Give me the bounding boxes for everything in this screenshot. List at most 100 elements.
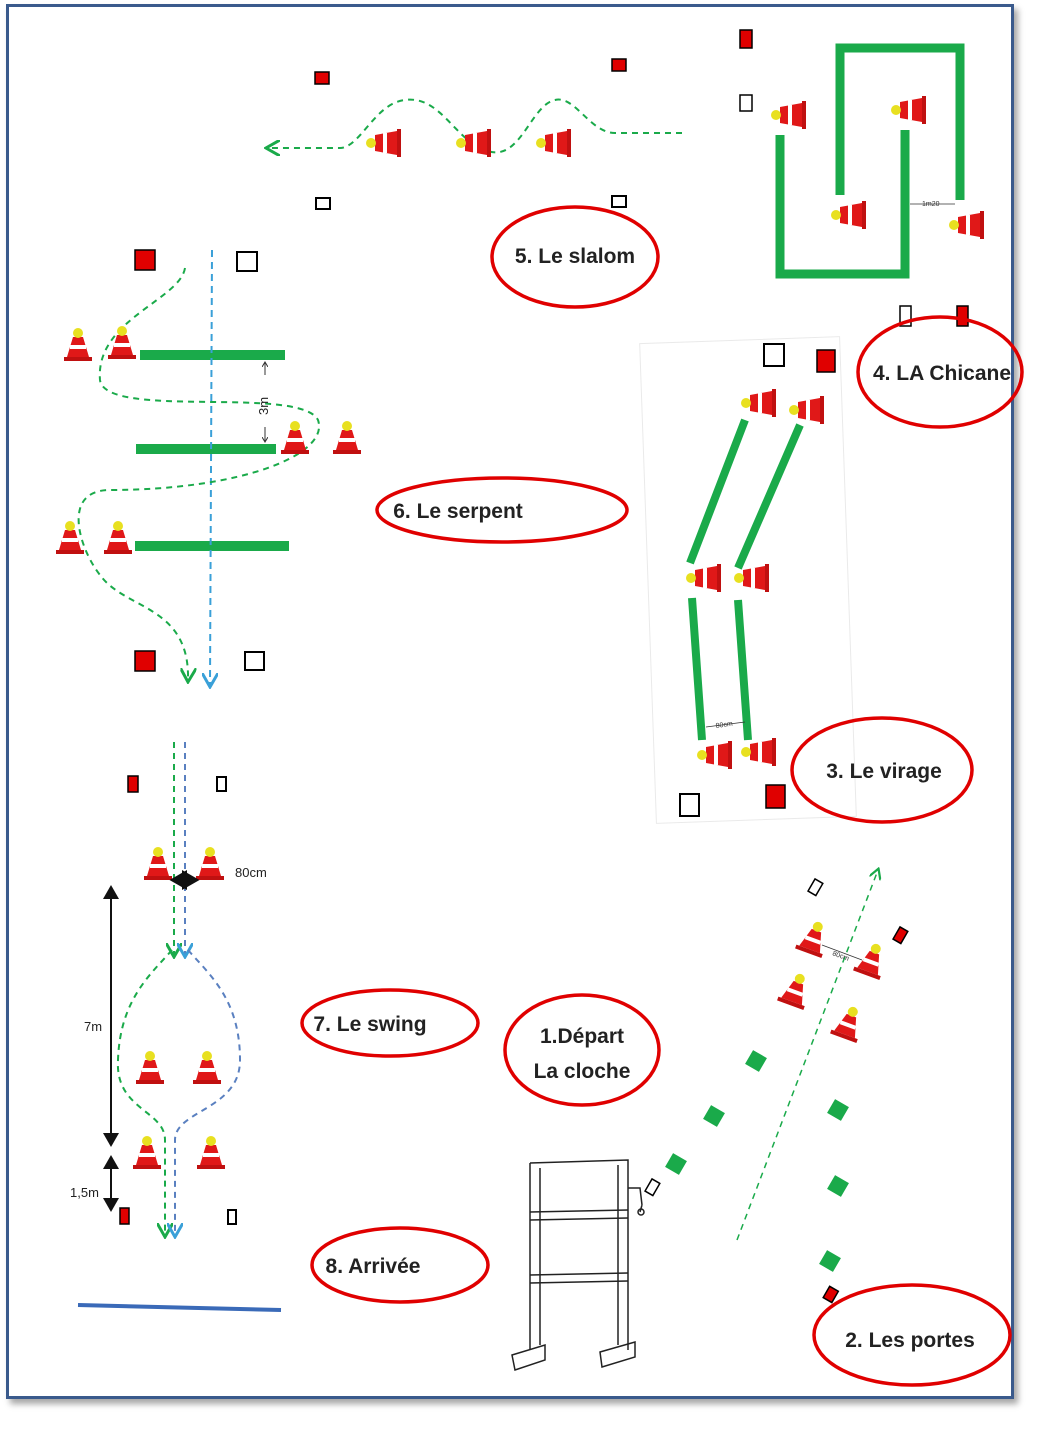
white-marker-icon bbox=[244, 651, 265, 671]
traffic-cone-icon bbox=[771, 101, 806, 129]
red-marker-icon bbox=[822, 1285, 840, 1304]
label-depart: 1.Départ La cloche bbox=[503, 993, 661, 1107]
white-marker-icon bbox=[807, 877, 824, 897]
label-slalom-text: 5. Le slalom bbox=[515, 245, 635, 268]
traffic-cone-icon bbox=[197, 1136, 225, 1169]
traffic-cone-icon bbox=[853, 939, 891, 980]
swing-width-label: 80cm bbox=[235, 865, 267, 880]
red-marker-icon bbox=[739, 29, 753, 49]
traffic-cone-icon bbox=[891, 96, 926, 124]
virage-width-label: 80cm bbox=[715, 721, 733, 730]
traffic-cone-icon bbox=[741, 738, 776, 766]
portes-section: 80cm bbox=[644, 870, 909, 1304]
gate-marker bbox=[827, 1099, 849, 1121]
traffic-cone-icon bbox=[64, 328, 92, 361]
traffic-cone-icon bbox=[108, 326, 136, 359]
diagram-frame bbox=[6, 4, 1014, 1399]
traffic-cone-icon bbox=[536, 129, 571, 157]
virage-track bbox=[686, 418, 804, 741]
traffic-cone-icon bbox=[686, 564, 721, 592]
traffic-cone-icon bbox=[333, 421, 361, 454]
red-marker-icon bbox=[134, 249, 156, 271]
serpent-bar bbox=[140, 350, 285, 360]
bell-icon bbox=[637, 1208, 645, 1216]
serpent-gap-label: 3m bbox=[256, 397, 271, 415]
label-arrivee: 8. Arrivée bbox=[310, 1226, 490, 1304]
white-marker-icon bbox=[315, 197, 331, 210]
swing-green-path bbox=[116, 949, 172, 1235]
label-serpent-text: 6. Le serpent bbox=[393, 500, 523, 523]
label-swing: 7. Le swing bbox=[300, 988, 480, 1058]
white-marker-icon bbox=[236, 251, 258, 272]
white-marker-icon bbox=[611, 195, 627, 208]
finish-line bbox=[77, 1303, 282, 1312]
traffic-cone-icon bbox=[133, 1136, 161, 1169]
swing-section: 80cm 7m 1,5m bbox=[70, 742, 282, 1312]
traffic-cone-icon bbox=[949, 211, 984, 239]
serpent-bar bbox=[136, 444, 276, 454]
red-marker-icon bbox=[119, 1207, 130, 1225]
white-marker-icon bbox=[763, 343, 785, 367]
chicane-gap-label: 1m20 bbox=[922, 201, 940, 208]
virage-section: 80cm bbox=[639, 336, 857, 824]
label-portes-text: 2. Les portes bbox=[845, 1329, 975, 1352]
gate-marker bbox=[745, 1050, 767, 1072]
swing-blue-path bbox=[175, 949, 242, 1235]
label-chicane: 4. LA Chicane bbox=[856, 315, 1024, 429]
virage-background bbox=[639, 336, 857, 824]
slalom-section bbox=[268, 58, 682, 210]
traffic-cone-icon bbox=[196, 847, 224, 880]
bell-stand-icon bbox=[511, 1159, 645, 1371]
gate-marker bbox=[827, 1175, 849, 1197]
label-slalom: 5. Le slalom bbox=[490, 205, 660, 309]
label-depart-line1: 1.Départ bbox=[540, 1025, 624, 1048]
red-marker-icon bbox=[892, 925, 909, 945]
label-portes: 2. Les portes bbox=[812, 1283, 1012, 1387]
traffic-cone-icon bbox=[795, 917, 833, 958]
red-marker-icon bbox=[765, 784, 786, 809]
white-marker-icon bbox=[899, 305, 912, 327]
serpent-bar bbox=[135, 541, 289, 551]
gate-marker bbox=[819, 1250, 841, 1272]
traffic-cone-icon bbox=[144, 847, 172, 880]
traffic-cone-icon bbox=[831, 201, 866, 229]
label-virage-text: 3. Le virage bbox=[826, 760, 942, 783]
traffic-cone-icon bbox=[281, 421, 309, 454]
swing-length-label: 7m bbox=[84, 1019, 102, 1034]
traffic-cone-icon bbox=[456, 129, 491, 157]
red-marker-icon bbox=[127, 775, 139, 793]
label-swing-text: 7. Le swing bbox=[313, 1013, 426, 1036]
traffic-cone-icon bbox=[56, 521, 84, 554]
label-virage: 3. Le virage bbox=[790, 716, 974, 824]
label-serpent: 6. Le serpent bbox=[375, 476, 629, 544]
red-marker-icon bbox=[956, 305, 969, 327]
white-marker-icon bbox=[216, 776, 227, 792]
traffic-cone-icon bbox=[193, 1051, 221, 1084]
chicane-section: 1m20 bbox=[739, 29, 984, 327]
traffic-cone-icon bbox=[777, 969, 815, 1010]
serpent-green-path bbox=[77, 267, 321, 680]
chicane-track bbox=[775, 43, 965, 279]
traffic-cone-icon bbox=[104, 521, 132, 554]
red-marker-icon bbox=[816, 349, 836, 373]
traffic-cone-icon bbox=[136, 1051, 164, 1084]
red-marker-icon bbox=[611, 58, 627, 72]
slalom-path bbox=[268, 98, 682, 153]
serpent-section: 3m bbox=[56, 249, 361, 685]
traffic-cone-icon bbox=[366, 129, 401, 157]
red-marker-icon bbox=[134, 650, 156, 672]
gate-marker bbox=[703, 1105, 725, 1127]
red-marker-icon bbox=[314, 71, 330, 85]
swing-end-label: 1,5m bbox=[70, 1185, 99, 1200]
white-marker-icon bbox=[644, 1177, 661, 1197]
traffic-cone-icon bbox=[830, 1002, 868, 1043]
serpent-blue-path bbox=[210, 249, 212, 685]
gate-marker bbox=[665, 1153, 687, 1175]
white-marker-icon bbox=[227, 1209, 237, 1225]
label-arrivee-text: 8. Arrivée bbox=[326, 1255, 421, 1278]
traffic-cone-icon bbox=[741, 389, 776, 417]
white-marker-icon bbox=[739, 94, 753, 112]
label-chicane-text: 4. LA Chicane bbox=[873, 362, 1011, 385]
traffic-cone-icon bbox=[789, 396, 824, 424]
